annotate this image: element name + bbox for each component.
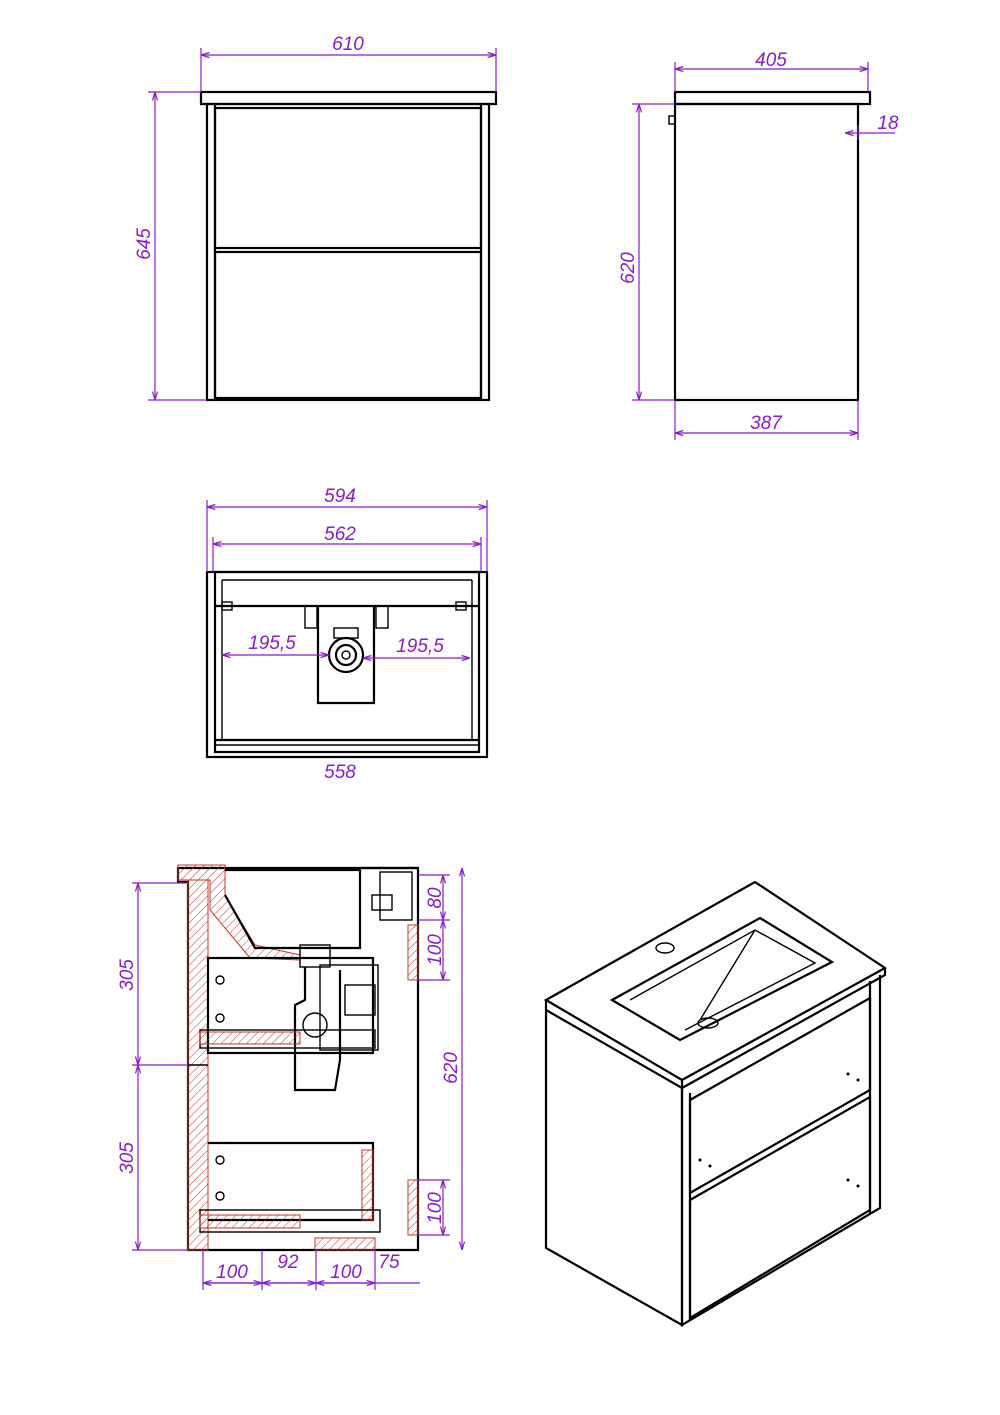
isometric-view	[543, 880, 888, 1327]
iso-upper-drawer	[688, 996, 872, 1195]
upper-drawer-front	[213, 106, 483, 250]
front-width-label: 610	[332, 34, 364, 55]
iso-drain	[697, 1017, 719, 1029]
section-outline	[176, 866, 420, 1252]
bottom-offset-c-label: 100	[330, 1262, 362, 1283]
iso-lower-drawer	[688, 1095, 872, 1320]
upper-drawer-box	[206, 956, 375, 1055]
iso-countertop-top	[543, 880, 888, 1082]
lower-drawer-box	[208, 1141, 375, 1222]
lower-drawer-front	[213, 250, 483, 400]
upper-rail-label: 100	[425, 934, 446, 966]
side-top-depth-label: 405	[755, 50, 787, 71]
side-top-thickness-label: 18	[877, 113, 899, 134]
kick-panel-section	[314, 1237, 376, 1251]
side-view-dimensions: 405 387 620 18	[618, 50, 899, 440]
basin-bowl	[224, 868, 362, 950]
bottom-view	[205, 570, 489, 759]
front-view	[199, 90, 498, 402]
side-cabinet-body	[673, 102, 860, 402]
front-cabinet-body	[205, 102, 491, 402]
wall-bracket	[379, 871, 413, 921]
section-total-height-label: 620	[441, 1052, 462, 1084]
drain-fitting	[299, 944, 331, 968]
front-countertop	[199, 90, 498, 106]
lower-section-height-label: 305	[117, 1142, 138, 1174]
upper-section-height-label: 305	[117, 959, 138, 991]
siphon-body	[319, 964, 379, 1051]
lower-rail-label: 100	[425, 1192, 446, 1224]
siphon	[293, 967, 342, 1092]
bottom-inner-width-label: 562	[324, 524, 356, 545]
left-offset-label: 195,5	[248, 633, 296, 654]
right-offset-label: 195,5	[396, 636, 444, 657]
bottom-width-label: 558	[324, 762, 356, 783]
side-view	[668, 90, 872, 402]
front-view-dimensions: 610 645	[134, 34, 497, 401]
bottom-offset-a-label: 100	[216, 1262, 248, 1283]
iso-basin-rim	[609, 916, 835, 1042]
iso-front-frame	[680, 975, 882, 1327]
bottom-offset-b-label: 92	[277, 1252, 299, 1273]
iso-faucet-hole	[655, 942, 675, 954]
side-countertop	[673, 90, 872, 106]
side-wall-bracket	[668, 115, 676, 125]
bottom-outer-width-label: 594	[324, 486, 356, 507]
lower-rail-section	[407, 1179, 419, 1236]
bottom-inner-frame	[213, 570, 481, 754]
top-offset-label: 80	[425, 887, 446, 909]
side-bottom-depth-label: 387	[750, 413, 783, 434]
iso-left-side	[544, 1010, 684, 1327]
front-height-label: 645	[134, 228, 155, 260]
side-height-label: 620	[618, 252, 639, 284]
bottom-offset-d-label: 75	[378, 1252, 400, 1273]
section-view	[176, 864, 420, 1252]
upper-rail-section	[407, 924, 419, 981]
drain-outer-ring	[327, 636, 365, 674]
section-view-dimensions: 305 305 80 100 620 100 100 92 100 75	[117, 868, 462, 1290]
bottom-view-dimensions: 594 562 195,5 195,5 558	[206, 486, 488, 783]
